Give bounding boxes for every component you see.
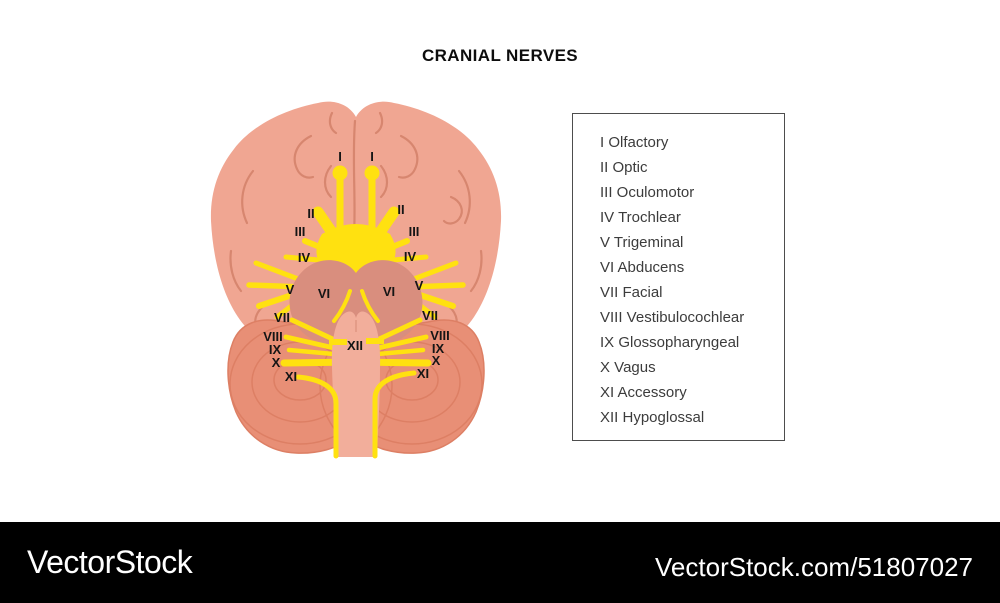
nerve-label: VII bbox=[274, 310, 290, 325]
nerve-label: III bbox=[295, 224, 306, 239]
nerve-label: I bbox=[370, 149, 374, 164]
nerve-label: XI bbox=[285, 369, 297, 384]
nerve-label: XII bbox=[347, 338, 363, 353]
nerve-label: X bbox=[272, 355, 281, 370]
nerve-label: II bbox=[397, 202, 404, 217]
legend-item: VIII Vestibulocochlear bbox=[600, 309, 745, 326]
olfactory-bulb-left bbox=[332, 165, 348, 181]
accessory-nerve-left bbox=[295, 374, 339, 459]
optic-nerve-right bbox=[362, 206, 400, 256]
gyri-lines bbox=[229, 111, 483, 329]
nerve-label: II bbox=[307, 206, 314, 221]
nerve-label: IX bbox=[432, 341, 445, 356]
olfactory-bulb-right bbox=[364, 165, 380, 181]
vectorstock-logo: VectorStock bbox=[27, 544, 193, 580]
legend-item: XI Accessory bbox=[600, 384, 687, 401]
nerve-label: VIII bbox=[430, 328, 450, 343]
nerve-label: VIII bbox=[263, 329, 283, 344]
vectorstock-url: VectorStock.com/51807027 bbox=[655, 552, 973, 582]
optic-nerve-left bbox=[312, 206, 350, 256]
legend-item: I Olfactory bbox=[600, 134, 669, 151]
pons-shape bbox=[289, 260, 423, 346]
legend-item: VII Facial bbox=[600, 284, 663, 301]
nerve-label: I bbox=[338, 149, 342, 164]
legend-item: XII Hypoglossal bbox=[600, 409, 705, 426]
nerve-label: V bbox=[415, 278, 424, 293]
brainstem-shape bbox=[331, 311, 381, 457]
page-title: CRANIAL NERVES bbox=[421, 46, 579, 65]
accessory-hypoglossal-nerves bbox=[295, 338, 417, 459]
oculomotor-nerve-left bbox=[302, 238, 345, 259]
abducens-nerve-right bbox=[360, 289, 380, 323]
legend-item: III Oculomotor bbox=[600, 184, 695, 201]
abducens-nerve-left bbox=[332, 289, 352, 323]
nerve-label: IV bbox=[298, 250, 311, 265]
nerve-label: IX bbox=[269, 342, 282, 357]
nerve-label: XI bbox=[417, 366, 429, 381]
oculomotor-nerve-right bbox=[367, 238, 410, 259]
nerve-label: V bbox=[286, 282, 295, 297]
nerve-number-labels: I I II II III III IV IV V V VI VI VII VI… bbox=[263, 149, 450, 384]
nerve-label: X bbox=[432, 353, 441, 368]
nerve-legend-box: I Olfactory II Optic III Oculomotor IV T… bbox=[572, 113, 785, 441]
legend-item: IV Trochlear bbox=[600, 209, 681, 226]
legend-item: X Vagus bbox=[600, 359, 656, 376]
abducens-nerves bbox=[332, 289, 380, 323]
legend-item: IX Glossopharyngeal bbox=[600, 334, 740, 351]
nerve-label: VI bbox=[318, 286, 330, 301]
accessory-nerve-right bbox=[372, 370, 417, 459]
nerve-label: VI bbox=[383, 284, 395, 299]
watermark-bar: VectorStock VectorStock.com/51807027 bbox=[0, 522, 1000, 603]
legend-item: VI Abducens bbox=[600, 259, 685, 276]
nerve-label: IV bbox=[404, 249, 417, 264]
nerve-label: VII bbox=[422, 308, 438, 323]
legend-item: II Optic bbox=[600, 159, 648, 176]
legend-item: V Trigeminal bbox=[600, 234, 684, 251]
brain-inferior-view-illustration: I I II II III III IV IV V V VI VI VII VI… bbox=[210, 101, 502, 459]
nerve-label: III bbox=[409, 224, 420, 239]
